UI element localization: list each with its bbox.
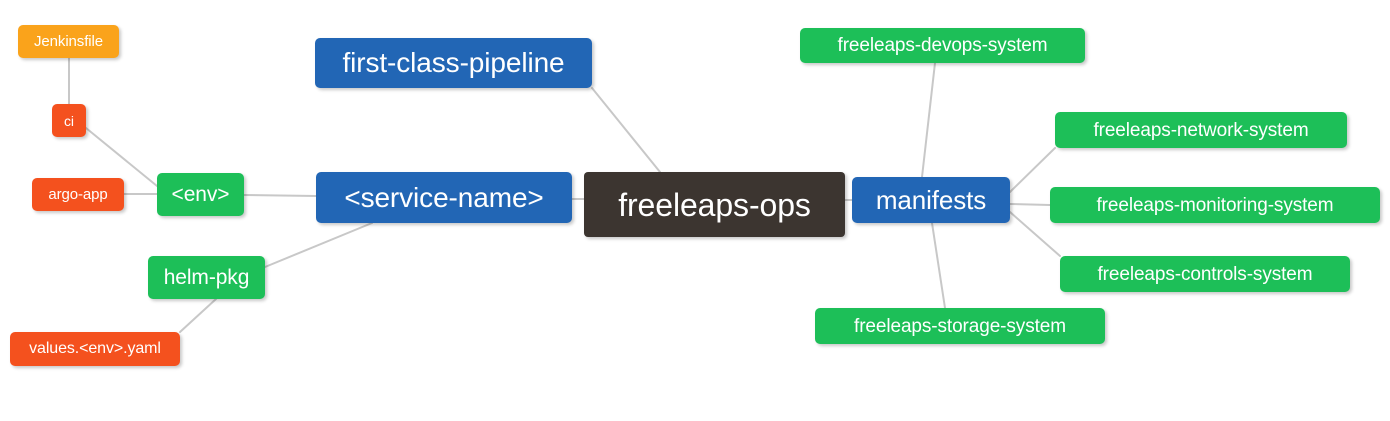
edge-values-env-yaml-to-helm-pkg [179, 298, 217, 333]
node-first-class-pipeline[interactable]: first-class-pipeline [315, 38, 592, 88]
edge-freeleaps-storage-system-to-manifests [931, 222, 946, 309]
node-label: <env> [171, 183, 230, 206]
edge-freeleaps-monitoring-system-to-manifests [1009, 203, 1051, 206]
node-label: manifests [875, 185, 987, 215]
node-manifests[interactable]: manifests [852, 177, 1010, 223]
node-label: ci [64, 112, 74, 129]
node-label: argo-app [48, 186, 108, 203]
node-ci[interactable]: ci [52, 104, 86, 137]
node-argo-app[interactable]: argo-app [32, 178, 124, 211]
node-label: freeleaps-ops [618, 186, 811, 223]
node-label: Jenkinsfile [34, 33, 103, 50]
node-label: first-class-pipeline [342, 47, 565, 78]
edge-freeleaps-network-system-to-manifests [1009, 147, 1056, 193]
node-label: freeleaps-devops-system [837, 35, 1048, 56]
node-label: <service-name> [344, 181, 544, 213]
node-freeleaps-controls-system[interactable]: freeleaps-controls-system [1060, 256, 1350, 292]
node-label: helm-pkg [163, 266, 250, 289]
node-freeleaps-devops-system[interactable]: freeleaps-devops-system [800, 28, 1085, 63]
node-label: freeleaps-storage-system [854, 315, 1066, 337]
node-helm-pkg[interactable]: helm-pkg [148, 256, 265, 299]
node-service-name[interactable]: <service-name> [316, 172, 572, 223]
node-freeleaps-storage-system[interactable]: freeleaps-storage-system [815, 308, 1105, 344]
node-jenkinsfile[interactable]: Jenkinsfile [18, 25, 119, 58]
edge-env-to-service-name [243, 194, 317, 197]
edge-freeleaps-devops-system-to-manifests [921, 62, 936, 178]
node-label: freeleaps-network-system [1093, 119, 1309, 141]
edge-helm-pkg-to-service-name [264, 222, 373, 268]
node-freeleaps-monitoring-system[interactable]: freeleaps-monitoring-system [1050, 187, 1380, 223]
node-label: values.<env>.yaml [29, 340, 161, 357]
node-values-env-yaml[interactable]: values.<env>.yaml [10, 332, 180, 366]
node-freeleaps-network-system[interactable]: freeleaps-network-system [1055, 112, 1347, 148]
node-freeleaps-ops[interactable]: freeleaps-ops [584, 172, 845, 237]
node-env[interactable]: <env> [157, 173, 244, 216]
edge-first-class-pipeline-to-freeleaps-ops [591, 87, 661, 173]
node-label: freeleaps-controls-system [1097, 263, 1313, 285]
node-label: freeleaps-monitoring-system [1096, 194, 1334, 216]
